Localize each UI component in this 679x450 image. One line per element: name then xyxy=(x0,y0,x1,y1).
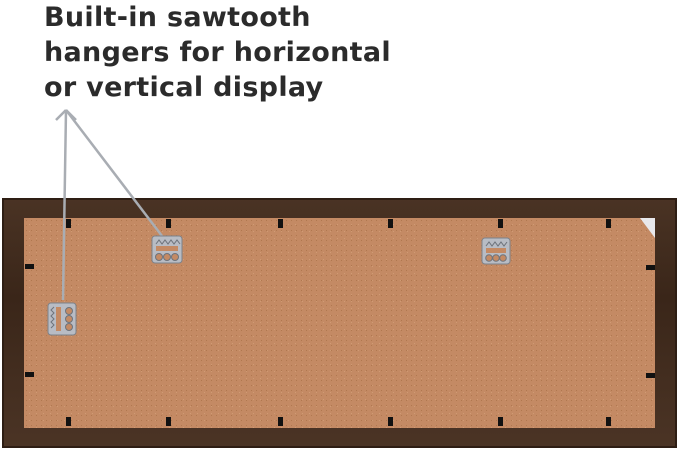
callout-arrowhead xyxy=(55,109,77,121)
caption: Built-in sawtooth hangers for horizontal… xyxy=(44,0,391,105)
retaining-clip xyxy=(25,264,34,269)
retaining-clip xyxy=(388,219,393,228)
caption-line: Built-in sawtooth xyxy=(44,2,311,33)
retaining-clip xyxy=(646,265,655,270)
callout-line-horizontal xyxy=(65,109,163,237)
retaining-clip xyxy=(646,373,655,378)
callout-lines xyxy=(55,109,163,301)
backing-corner-gap xyxy=(640,218,655,238)
sawtooth-hanger-top-left xyxy=(151,235,183,264)
retaining-clip xyxy=(606,219,611,228)
retaining-clip xyxy=(66,417,71,426)
caption-line: hangers for horizontal xyxy=(44,37,391,68)
retaining-clip xyxy=(66,219,71,228)
retaining-clip xyxy=(388,417,393,426)
retaining-clip xyxy=(25,372,34,377)
frame-backing-board xyxy=(24,218,655,428)
retaining-clip xyxy=(166,417,171,426)
retaining-clip xyxy=(498,219,503,228)
retaining-clip xyxy=(498,417,503,426)
retaining-clip xyxy=(278,417,283,426)
sawtooth-hanger-top-right xyxy=(481,237,511,265)
retaining-clip xyxy=(166,219,171,228)
retaining-clip xyxy=(278,219,283,228)
callout-line-vertical xyxy=(61,109,68,301)
caption-line: or vertical display xyxy=(44,72,324,103)
sawtooth-hanger-left-vertical xyxy=(47,302,77,336)
retaining-clip xyxy=(606,417,611,426)
